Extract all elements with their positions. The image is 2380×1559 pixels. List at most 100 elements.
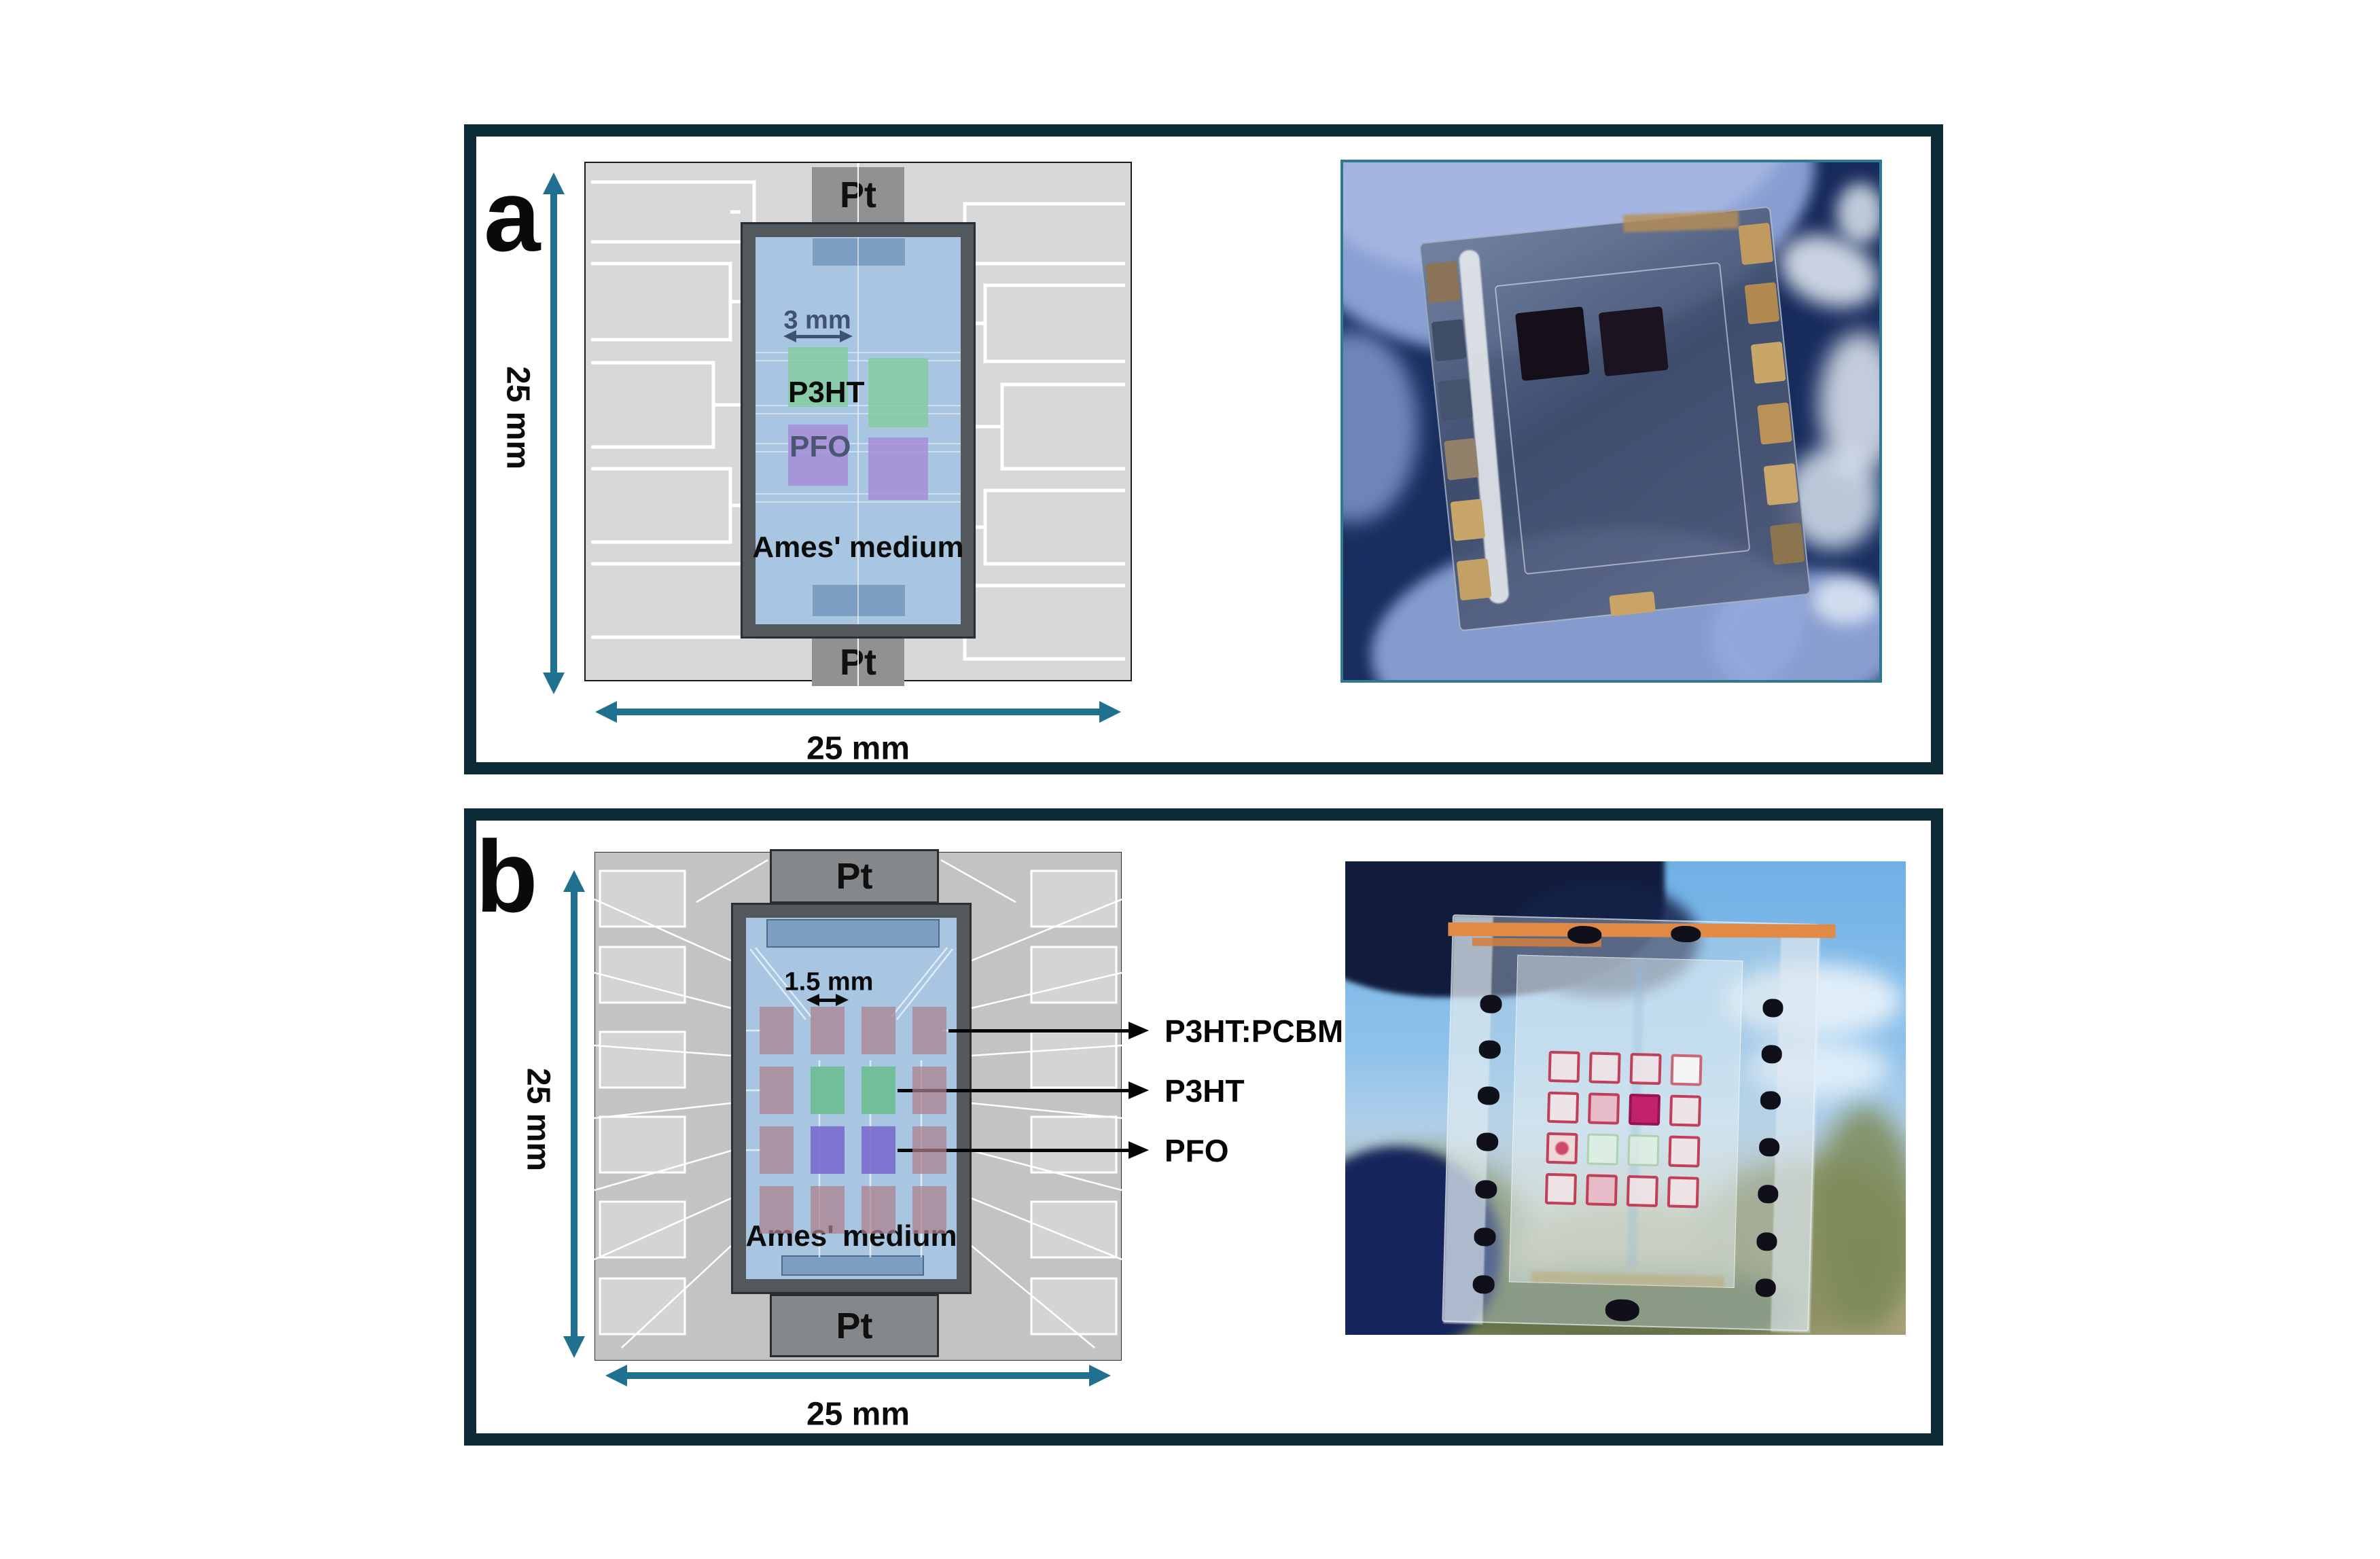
black-dot — [1760, 1090, 1781, 1110]
panel-b-letter: b — [476, 819, 538, 933]
gold-pad — [1456, 558, 1492, 601]
panel-a-pfo-label: PFO — [789, 430, 851, 463]
panel-a-scale-label: 3 mm — [783, 306, 851, 335]
trace-line — [756, 413, 961, 414]
photo-grid-cell-ring-light — [1670, 1054, 1703, 1086]
glove-blob — [1343, 332, 1418, 522]
annotation-arrow-pcbm — [948, 1022, 1149, 1039]
black-dot — [1477, 1086, 1500, 1105]
panel-b-pt-bottom-electrode: Pt — [770, 1294, 939, 1357]
schematic-grid-cell-pink — [760, 1126, 794, 1174]
panel-a-horizontal-dimension-arrow — [595, 701, 1121, 723]
gold-pad — [1450, 499, 1486, 541]
white-streak-blob — [1836, 183, 1879, 244]
black-dot — [1761, 1045, 1783, 1064]
p3ht-square-left — [788, 347, 848, 407]
schematic-grid-cell-purple — [862, 1126, 895, 1174]
trace-line — [756, 493, 961, 495]
panel-b-device-photo — [1345, 861, 1906, 1335]
sample-dark-square — [1598, 306, 1669, 377]
schematic-grid-cell-pink — [811, 1186, 845, 1234]
schematic-grid-cell-green — [862, 1067, 895, 1114]
gold-streak — [1622, 211, 1739, 233]
gold-pad — [1757, 402, 1792, 445]
gold-pad — [1425, 261, 1461, 304]
black-dot — [1474, 1228, 1496, 1247]
schematic-grid-cell-pink — [760, 1067, 794, 1114]
black-dot — [1475, 1180, 1497, 1199]
glass-device — [1442, 914, 1836, 1333]
foliage-blob — [1814, 1106, 1906, 1330]
panel-a-scale-arrow — [783, 330, 853, 342]
black-dot — [1480, 994, 1502, 1014]
panel-a-horizontal-dimension-label: 25 mm — [806, 730, 910, 767]
black-dot — [1756, 1232, 1777, 1251]
gold-pad — [1744, 282, 1780, 325]
foliage-blob — [1440, 1262, 1794, 1335]
schematic-grid-cell-pink — [912, 1126, 946, 1174]
panel-a-vertical-dimension-arrow — [543, 173, 565, 694]
schematic-grid-cell-green — [811, 1067, 845, 1114]
panel-a-letter: a — [484, 158, 541, 272]
panel-a-p3ht-label: P3HT — [788, 376, 865, 409]
black-dot — [1478, 1040, 1502, 1059]
schematic-grid-cell-pink — [862, 1007, 895, 1054]
photo-grid-cell-ring — [1667, 1176, 1699, 1208]
photo-grid-cell-ring — [1544, 1172, 1578, 1205]
photo-grid-cell-ring — [1548, 1050, 1580, 1083]
schematic-grid-cell-pink — [760, 1007, 794, 1054]
annotation-label-pfo: PFO — [1165, 1133, 1229, 1168]
gold-pad — [1738, 222, 1774, 266]
trace-line — [756, 451, 961, 452]
annotation-label-pcbm: P3HT:PCBM — [1165, 1014, 1344, 1049]
annotation-arrow-pfo — [898, 1141, 1149, 1159]
photo-grid-cell-ring — [1588, 1052, 1621, 1084]
panel-b-pt-top-label: Pt — [836, 856, 873, 897]
panel-b-vertical-dimension-label: 25 mm — [520, 1067, 556, 1172]
photo-grid-cell-ring — [1546, 1091, 1580, 1124]
panel-b-horizontal-dimension-label: 25 mm — [806, 1396, 910, 1433]
schematic-grid-cell-pink — [811, 1007, 845, 1054]
photo-grid-cell-ring-fill — [1587, 1092, 1620, 1125]
gold-pad — [1444, 437, 1479, 481]
p3ht-square-right — [868, 358, 928, 427]
photo-grid-cell-ring-fill — [1585, 1174, 1618, 1206]
pt-top-centerline — [857, 167, 859, 223]
panel-b-horizontal-dimension-arrow — [605, 1365, 1111, 1386]
chamber-outline — [1494, 262, 1751, 575]
frosted-edge-left — [1443, 916, 1493, 1325]
trace-line — [756, 405, 961, 406]
panel-a-vertical-dimension-label: 25 mm — [499, 365, 536, 470]
black-dot — [1472, 1275, 1495, 1294]
trace-line — [756, 501, 961, 503]
trace-line — [756, 443, 961, 444]
photo-grid-cell-magenta — [1628, 1093, 1661, 1126]
panel-a-pt-in-medium-bottom — [813, 585, 905, 616]
panel-b-scale-arrow — [806, 994, 849, 1006]
photo-grid-cell-ring — [1626, 1175, 1658, 1208]
sample-dark-square — [1514, 306, 1590, 381]
glass-device — [1419, 206, 1811, 632]
black-dot — [1758, 1137, 1780, 1157]
gold-pad — [1431, 319, 1467, 362]
panel-b-pt-in-medium-bottom — [781, 1255, 924, 1276]
black-dot — [1670, 925, 1701, 943]
schematic-grid-cell-pink — [862, 1186, 895, 1234]
panel-b-scale-label: 1.5 mm — [784, 967, 874, 997]
photo-grid-cell-ring-dot — [1546, 1132, 1578, 1164]
photo-grid-cell-green — [1586, 1133, 1619, 1166]
pfo-square-left — [788, 425, 848, 486]
gold-pad — [1437, 378, 1473, 421]
photo-grid-cell-ring — [1668, 1135, 1701, 1168]
black-dot — [1476, 1132, 1499, 1151]
panel-b-vertical-dimension-arrow — [563, 870, 585, 1358]
schematic-grid-cell-pink — [912, 1007, 946, 1054]
panel-b-pt-top-electrode: Pt — [770, 849, 939, 903]
trace-line — [756, 352, 961, 353]
panel-a-pt-in-medium-top — [813, 238, 905, 266]
gold-pad — [1769, 522, 1805, 565]
black-dot — [1567, 925, 1602, 944]
copper-tape — [1448, 922, 1836, 938]
panel-a-medium-label: Ames' medium — [752, 531, 964, 564]
